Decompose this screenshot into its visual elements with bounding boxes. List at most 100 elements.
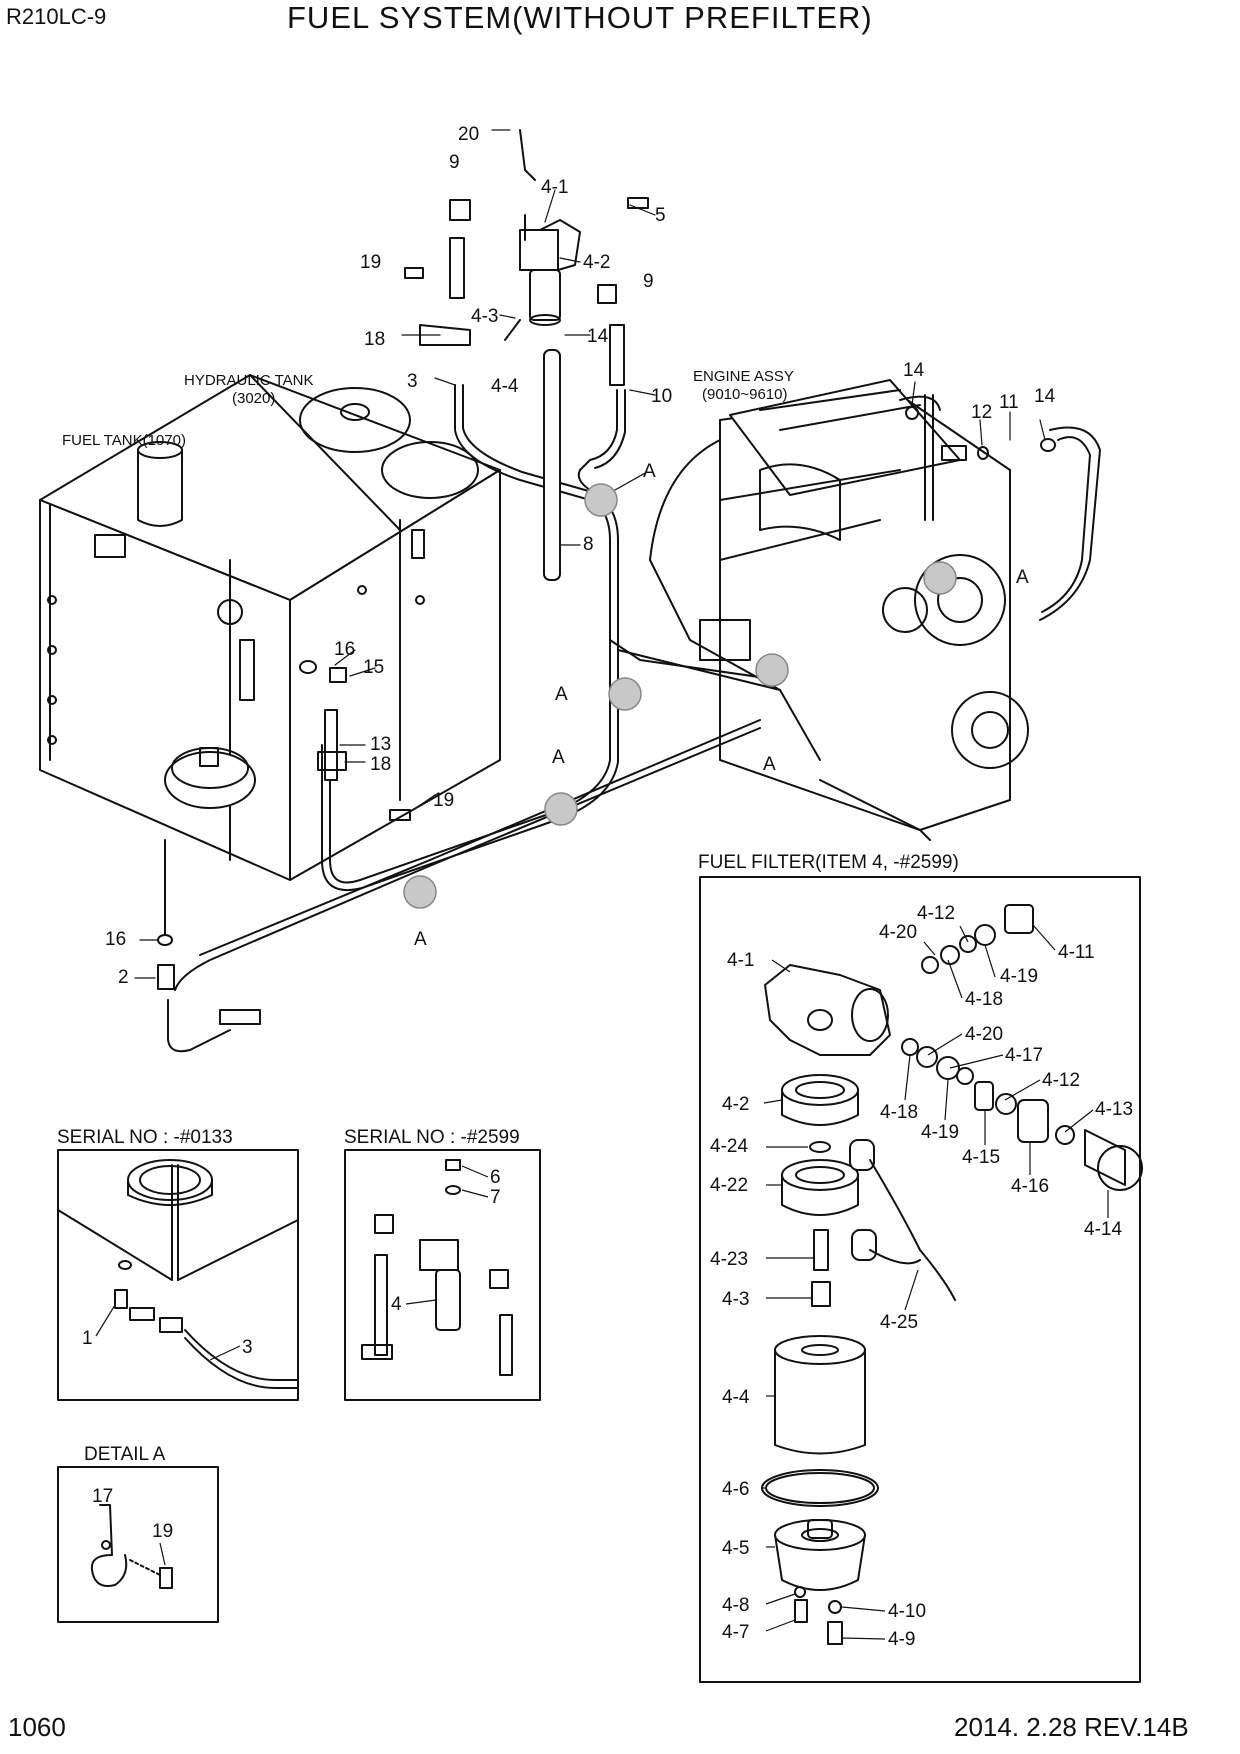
callout-9: 9 [449,152,460,173]
callout-16: 16 [334,639,355,660]
callout-14c: 14 [1034,386,1056,407]
main-callouts: 20 9 4-1 5 19 4-2 9 4-3 14 18 4-4 3 10 1… [105,124,1056,988]
callout-14: 14 [587,326,609,347]
callout-18: 18 [364,329,385,350]
detail-a-parts [90,1504,173,1589]
engine-assy-code: (9010~9610) [702,386,788,403]
callout-f-4-1: 4-1 [727,950,754,971]
callout-18b: 18 [370,754,391,775]
callout-f-4-20: 4-20 [879,922,917,943]
callout-f-4-7: 4-7 [722,1622,749,1643]
callout-f-4-18b: 4-18 [880,1102,918,1123]
callout-s2-4: 4 [391,1294,402,1315]
callout-4-3: 4-3 [471,306,498,327]
fuel-filter-frame [699,876,1141,1683]
fuel-filter-caption: FUEL FILTER(ITEM 4, -#2599) [698,852,959,873]
detail-a-frame [57,1466,219,1623]
callout-f-4-22: 4-22 [710,1175,748,1196]
callout-f-4-14: 4-14 [1084,1219,1122,1240]
assembly-captions: HYDRAULIC TANK (3020) FUEL TANK(1070) EN… [62,368,794,449]
serial-0133-parts [57,1159,299,1389]
serial-0133-caption: SERIAL NO : -#0133 [57,1127,233,1148]
callout-4-1: 4-1 [541,177,568,198]
callout-f-4-3: 4-3 [722,1289,749,1310]
callout-f-4-12b: 4-12 [1042,1070,1080,1091]
hydraulic-tank-code: (3020) [232,390,275,407]
callout-f-4-10: 4-10 [888,1601,926,1622]
callout-s1-1: 1 [82,1328,93,1349]
callout-f-4-25: 4-25 [880,1312,918,1333]
callout-a1: A [643,461,656,482]
callout-10: 10 [651,386,672,407]
callout-a3: A [555,684,568,705]
serial-2599-parts [361,1159,513,1376]
fuel-lines [164,349,1101,991]
callout-d-17: 17 [92,1486,113,1507]
callout-d-19: 19 [152,1521,173,1542]
callout-f-4-8: 4-8 [722,1595,749,1616]
callout-f-4-19b: 4-19 [921,1122,959,1143]
callout-9b: 9 [643,271,654,292]
model-number: R210LC-9 [6,4,107,29]
callout-f-4-24: 4-24 [710,1136,748,1157]
callout-a6: A [414,929,427,950]
callout-2: 2 [118,967,129,988]
callout-12: 12 [971,402,992,423]
inset-captions: FUEL FILTER(ITEM 4, -#2599) SERIAL NO : … [57,852,959,1465]
callout-19: 19 [360,252,381,273]
callout-5: 5 [655,205,666,226]
filter-leader-lines [762,924,1109,1640]
serial-0133-frame [57,1149,299,1401]
tank-fittings [157,406,1056,1053]
hydraulic-tank-label: HYDRAULIC TANK [184,372,313,389]
serial-2599-caption: SERIAL NO : -#2599 [344,1127,520,1148]
callout-f-4-15: 4-15 [962,1147,1000,1168]
detail-a-caption: DETAIL A [84,1444,166,1465]
callout-f-4-12: 4-12 [917,903,955,924]
fuel-filter-parts [761,904,1143,1645]
callout-19b: 19 [433,790,454,811]
callout-f-4-11: 4-11 [1058,942,1095,963]
callout-s1-3: 3 [242,1337,253,1358]
leader-lines [134,129,1046,979]
fuel-tank [39,374,501,881]
callout-f-4-20b: 4-20 [965,1024,1003,1045]
callout-f-4-4: 4-4 [722,1387,750,1408]
callout-16b: 16 [105,929,126,950]
callout-f-4-5: 4-5 [722,1538,749,1559]
callout-20: 20 [458,124,479,145]
callout-f-4-6: 4-6 [722,1479,749,1500]
callout-f-4-19: 4-19 [1000,966,1038,987]
callout-s2-7: 7 [490,1187,501,1208]
callout-15: 15 [363,657,384,678]
callout-14b: 14 [903,360,925,381]
callout-f-4-13: 4-13 [1095,1099,1133,1120]
callout-8: 8 [583,534,594,555]
callout-f-4-18: 4-18 [965,989,1003,1010]
callout-f-4-16: 4-16 [1011,1176,1049,1197]
engine-assy-label: ENGINE ASSY [693,368,794,385]
serial-callouts: 1 3 6 7 4 17 19 [82,1167,501,1542]
callout-11: 11 [999,392,1019,413]
fuel-tank-label: FUEL TANK(1070) [62,432,186,449]
callout-f-4-23: 4-23 [710,1249,748,1270]
callout-3: 3 [407,371,418,392]
callout-s2-6: 6 [490,1167,501,1188]
filter-head-top [404,129,649,386]
inset-leader-lines [95,1165,489,1566]
callout-f-4-2: 4-2 [722,1094,749,1115]
detail-a-markers [403,483,957,909]
revision-info: 2014. 2.28 REV.14B [954,1712,1189,1742]
page-number: 1060 [8,1712,66,1742]
page-title: FUEL SYSTEM(WITHOUT PREFILTER) [287,0,873,35]
callout-4-4: 4-4 [491,376,519,397]
filter-callouts: 4-12 4-20 4-11 4-1 4-19 4-18 4-20 4-17 4… [710,903,1133,1650]
callout-4-2: 4-2 [583,252,610,273]
serial-2599-frame [344,1149,541,1401]
callout-a2: A [1016,567,1029,588]
callout-13: 13 [370,734,391,755]
callout-a5: A [763,754,776,775]
engine-assembly [649,379,1029,841]
callout-a4: A [552,747,565,768]
